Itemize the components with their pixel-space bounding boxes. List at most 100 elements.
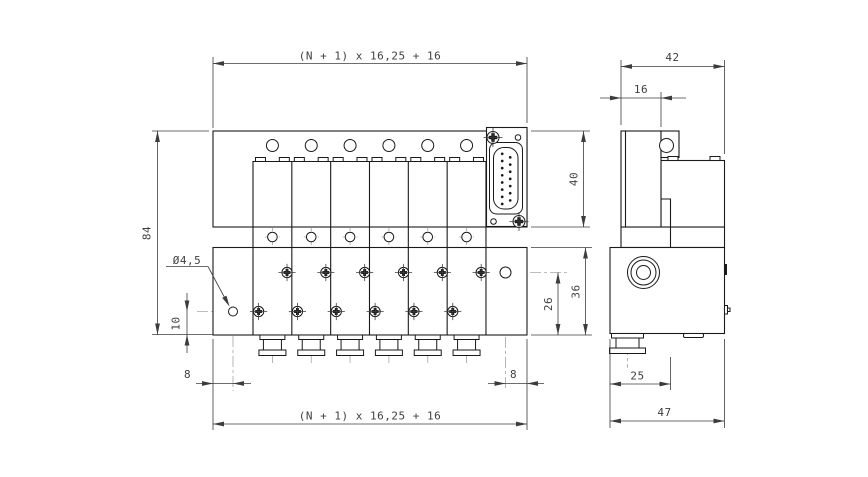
valve-clip — [472, 157, 484, 162]
dim-right-edge-offset: 8 — [510, 368, 517, 381]
side-step-edge — [660, 198, 672, 249]
dimension-arrow — [184, 300, 190, 312]
connector-shell-inner — [493, 147, 519, 210]
fitting-ring — [258, 349, 287, 356]
solenoid-indicator — [265, 139, 279, 152]
connector-pin — [508, 184, 512, 188]
fitting-stem — [301, 339, 321, 351]
fitting-ring — [413, 349, 442, 356]
dsub-connector — [483, 126, 529, 231]
dimension-arrow — [494, 381, 506, 386]
side-valve-body — [660, 159, 726, 228]
valve-clip — [395, 157, 407, 162]
dimension-arrow — [621, 64, 632, 69]
mounting-hole-right — [499, 266, 512, 279]
connector-hole-bl — [490, 218, 497, 225]
side-push-in-fitting — [609, 333, 646, 354]
front-view: (N + 1) x 16,25 + 16 (N + 1) x 16,25 + 1… — [141, 50, 592, 430]
connector-pin — [500, 173, 504, 177]
connector-hole-tr — [514, 134, 522, 141]
dimension-arrow — [555, 324, 561, 335]
interface-port — [461, 231, 472, 243]
valve-stations — [250, 139, 490, 356]
dim-base-height: 36 — [570, 284, 583, 298]
dim-port-row-height: 26 — [542, 297, 555, 311]
solenoid-indicator — [382, 139, 396, 152]
fitting-flange — [611, 333, 644, 339]
dim-side-overall-depth: 47 — [657, 406, 671, 419]
valve-clip — [293, 157, 305, 162]
dimension-arrow — [713, 418, 725, 424]
interface-port — [267, 231, 278, 243]
solenoid-indicator — [304, 139, 318, 152]
dimension-arrow — [583, 324, 588, 335]
fitting-flange — [453, 334, 480, 340]
side-bottom-tab — [683, 333, 704, 338]
side-dimension-lines — [600, 60, 725, 428]
solenoid-indicator — [343, 139, 357, 152]
valve-clip — [709, 156, 721, 161]
valve-clip — [317, 157, 329, 162]
dim-left-edge-offset: 8 — [184, 368, 191, 381]
valve-clip — [371, 157, 383, 162]
fitting-ring — [609, 347, 646, 354]
dimension-arrow — [516, 61, 527, 66]
fitting-flange — [337, 334, 364, 340]
fitting-ring — [297, 349, 326, 356]
dimension-arrow — [233, 381, 244, 386]
dimension-arrow — [222, 295, 230, 307]
connector-pin — [500, 195, 504, 199]
connector-pin — [508, 156, 512, 159]
side-edge-mark — [724, 264, 727, 275]
valve-clip — [356, 157, 368, 162]
connector-pin — [500, 159, 504, 163]
dimension-arrow — [184, 334, 190, 346]
connector-pins — [500, 152, 512, 206]
dimension-arrow — [610, 95, 621, 101]
valve-clip — [255, 157, 266, 162]
dimension-arrow — [610, 381, 621, 387]
valve-clip — [449, 157, 461, 162]
connector-screws — [483, 128, 529, 231]
dim-side-overall-width: 42 — [665, 51, 679, 64]
fitting-stem — [457, 339, 477, 351]
dimension-arrow — [610, 418, 621, 424]
dimension-arrow — [155, 323, 160, 335]
dimension-arrow — [202, 381, 213, 386]
dimension-arrow — [213, 61, 224, 66]
valve-clip — [278, 157, 290, 162]
valve-clip — [667, 156, 679, 161]
fitting-ring — [374, 349, 403, 356]
dim-top-length: (N + 1) x 16,25 + 16 — [299, 50, 441, 63]
valve-clip — [434, 157, 446, 162]
front-dimension-lines — [152, 57, 592, 430]
dimension-arrow — [581, 131, 586, 142]
dimension-arrow — [516, 421, 527, 427]
dimension-arrow — [555, 272, 561, 284]
connector-pin — [500, 181, 504, 184]
mounting-hole-left — [228, 306, 238, 317]
solenoid-indicator — [460, 139, 474, 152]
fitting-flange — [298, 334, 325, 340]
side-view: 42 16 25 47 — [600, 51, 731, 428]
connector-pin — [500, 152, 504, 156]
dimension-arrow — [213, 421, 224, 427]
fitting-stem — [615, 337, 640, 349]
fitting-stem — [262, 339, 282, 351]
connector-pin — [508, 191, 512, 195]
connector-pin — [500, 188, 504, 191]
valve-clip — [332, 157, 344, 162]
fitting-stem — [379, 339, 399, 351]
dimension-arrow — [581, 216, 586, 227]
fitting-stem — [418, 339, 438, 351]
interface-port — [344, 231, 356, 243]
side-pilot-column — [620, 130, 662, 228]
dim-hole-diameter: Ø4,5 — [173, 254, 202, 267]
dim-bottom-length: (N + 1) x 16,25 + 16 — [299, 410, 441, 423]
connector-pin — [500, 166, 504, 170]
fitting-ring — [452, 349, 481, 356]
dim-upper-body-height: 40 — [568, 172, 581, 186]
dim-hole-offset: 10 — [170, 316, 183, 330]
interface-port — [305, 231, 317, 243]
